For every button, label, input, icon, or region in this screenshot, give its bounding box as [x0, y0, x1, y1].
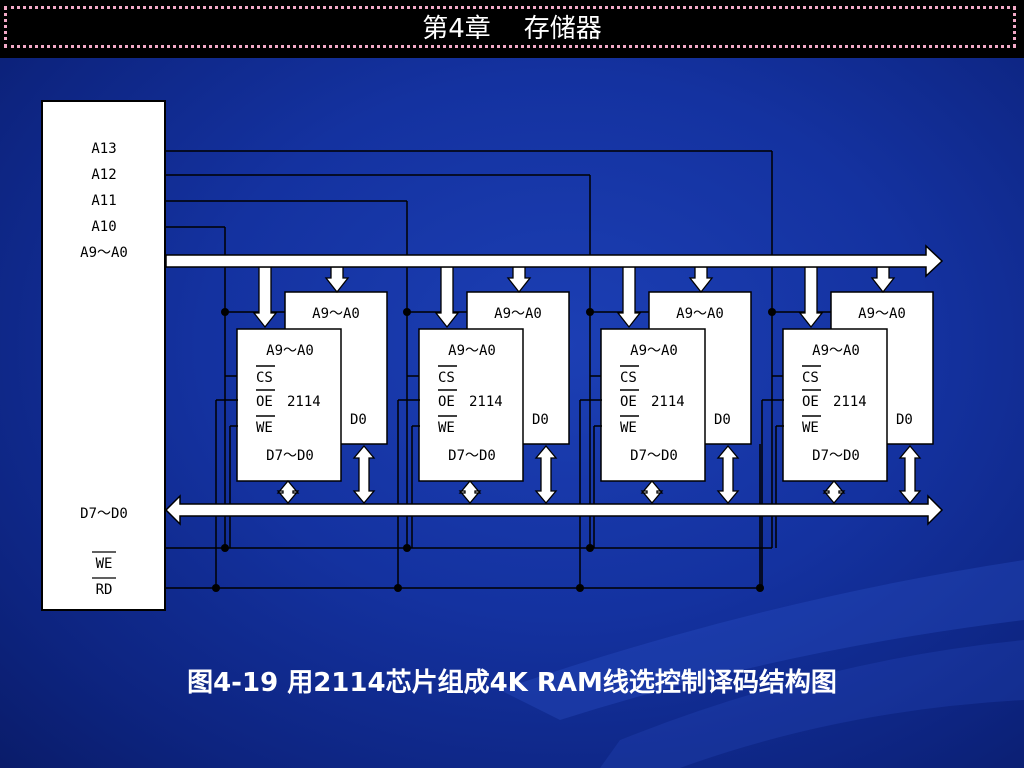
header-title: 第4章 存储器	[422, 14, 602, 44]
chip-front-data-1: D7～D0	[266, 448, 314, 464]
chip-front-we-1: WE	[256, 420, 273, 436]
chip-back-addr-3: A9～A0	[676, 306, 724, 322]
junction-rd-0	[212, 584, 220, 592]
cpu-box	[41, 100, 166, 611]
chip-front-oe-2: OE	[438, 394, 455, 410]
chip-front-cs-2: CS	[438, 370, 455, 386]
cpu-label-a10: A10	[91, 219, 116, 235]
chip-front-oe-4: OE	[802, 394, 819, 410]
figure-caption: 图4-19 用2114芯片组成4K RAM线选控制译码结构图	[187, 668, 837, 698]
chip-front-cs-4: CS	[802, 370, 819, 386]
chip-front-cs-3: CS	[620, 370, 637, 386]
chip-front-addr-3: A9～A0	[630, 343, 678, 359]
data-arrow-back-1	[352, 444, 376, 505]
chip-front-we-4: WE	[802, 420, 819, 436]
cpu-label-a11: A11	[91, 193, 116, 209]
chip-front-addr-4: A9～A0	[812, 343, 860, 359]
cpu-label-a13: A13	[91, 141, 116, 157]
chip-front-2	[418, 328, 524, 482]
data-arrow-front-4	[822, 479, 846, 505]
chip-front-we-3: WE	[620, 420, 637, 436]
chip-front-part-2: 2114	[469, 394, 503, 410]
chip-back-addr-4: A9～A0	[858, 306, 906, 322]
chip-front-part-1: 2114	[287, 394, 321, 410]
cpu-label-data-bus: D7～D0	[80, 506, 128, 522]
addr-arrow-front-4	[798, 266, 824, 329]
cpu-label-we: WE	[96, 556, 113, 572]
slide-header: 第4章 存储器	[0, 0, 1024, 58]
chip-back-data-1: D0	[350, 412, 367, 428]
chip-front-cs-1: CS	[256, 370, 273, 386]
chip-back-data-3: D0	[714, 412, 731, 428]
header-dotted-frame	[4, 6, 1016, 48]
data-arrow-front-2	[458, 479, 482, 505]
chip-front-1	[236, 328, 342, 482]
addr-arrow-back-2	[506, 266, 532, 294]
chip-front-oe-3: OE	[620, 394, 637, 410]
chip-front-we-2: WE	[438, 420, 455, 436]
data-arrow-back-2	[534, 444, 558, 505]
junction-we-1	[403, 544, 411, 552]
junction-we-2	[586, 544, 594, 552]
addr-arrow-back-1	[324, 266, 350, 294]
addr-arrow-back-4	[870, 266, 896, 294]
addr-arrow-front-1	[252, 266, 278, 329]
data-arrow-front-3	[640, 479, 664, 505]
junction-rd-2	[576, 584, 584, 592]
chip-front-data-2: D7～D0	[448, 448, 496, 464]
addr-arrow-back-3	[688, 266, 714, 294]
chip-back-data-4: D0	[896, 412, 913, 428]
chip-front-data-3: D7～D0	[630, 448, 678, 464]
data-arrow-back-4	[898, 444, 922, 505]
cpu-label-addr-bus: A9～A0	[80, 245, 128, 261]
data-arrow-back-3	[716, 444, 740, 505]
data-arrow-front-1	[276, 479, 300, 505]
chip-front-addr-1: A9～A0	[266, 343, 314, 359]
chip-front-data-4: D7～D0	[812, 448, 860, 464]
chip-front-4	[782, 328, 888, 482]
junction-we-0	[221, 544, 229, 552]
address-bus-arrow	[165, 244, 944, 278]
chip-front-part-4: 2114	[833, 394, 867, 410]
cpu-label-a12: A12	[91, 167, 116, 183]
chip-back-addr-1: A9～A0	[312, 306, 360, 322]
addr-arrow-front-3	[616, 266, 642, 329]
addr-arrow-front-2	[434, 266, 460, 329]
chip-back-data-2: D0	[532, 412, 549, 428]
chip-front-oe-1: OE	[256, 394, 273, 410]
junction-rd-1	[394, 584, 402, 592]
chip-front-3	[600, 328, 706, 482]
chip-front-addr-2: A9～A0	[448, 343, 496, 359]
chip-front-part-3: 2114	[651, 394, 685, 410]
cpu-label-rd: RD	[96, 582, 113, 598]
data-bus-arrow	[164, 494, 944, 526]
chip-back-addr-2: A9～A0	[494, 306, 542, 322]
